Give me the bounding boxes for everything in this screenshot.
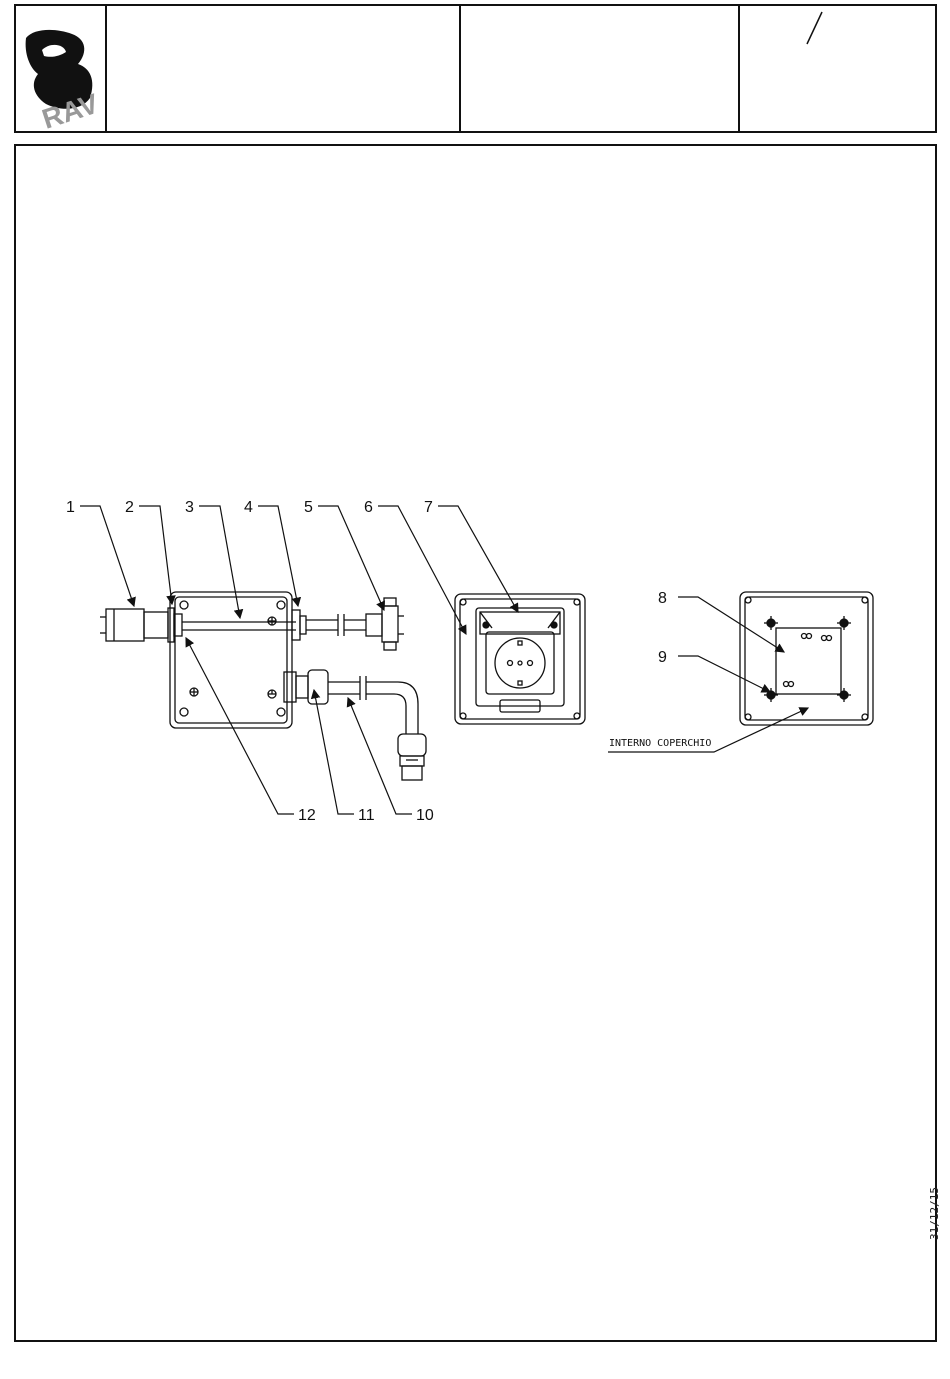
callout-9: 9	[658, 649, 667, 666]
callout-7: 7	[424, 499, 433, 516]
callout-12: 12	[298, 807, 316, 824]
callout-11: 11	[358, 807, 375, 824]
lid-note: INTERNO COPERCHIO	[609, 738, 711, 749]
socket-outlet	[455, 594, 585, 724]
callout-3: 3	[185, 499, 194, 516]
leader-lines	[80, 506, 808, 814]
callout-5: 5	[304, 499, 313, 516]
bottom-gland	[284, 670, 426, 780]
junction-box	[170, 592, 296, 728]
tube-assembly	[292, 598, 404, 650]
callout-6: 6	[364, 499, 373, 516]
callout-1: 1	[66, 499, 75, 516]
callout-10: 10	[416, 807, 434, 824]
revision-date: 31/12/15	[928, 1187, 941, 1240]
callout-8: 8	[658, 590, 667, 607]
callout-labels: 1 2 3 4 5 6 7 8 9 12 11 10 INTERNO COPER…	[66, 499, 711, 824]
lid-interior	[740, 592, 873, 725]
callout-2: 2	[125, 499, 134, 516]
callout-4: 4	[244, 499, 253, 516]
